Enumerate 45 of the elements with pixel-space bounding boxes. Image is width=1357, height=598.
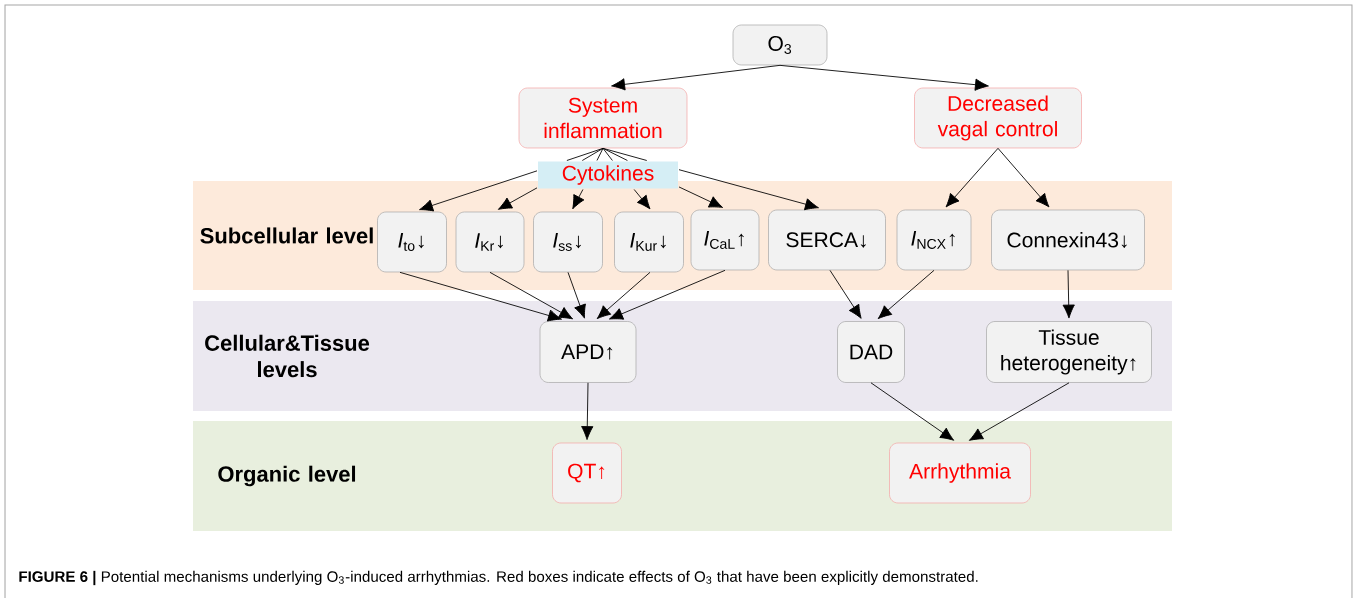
process-box: I$_{CaL}$↑ xyxy=(690,209,760,271)
arrow xyxy=(968,382,1070,441)
process-box: APD↑ xyxy=(539,321,637,383)
process-box: I$_{to}$↓ xyxy=(377,211,447,273)
arrow xyxy=(877,269,935,320)
process-box: DAD xyxy=(837,321,905,383)
arrow xyxy=(572,189,585,210)
process-box: O$_{3}$ xyxy=(732,24,828,66)
process-box: I$_{Kr}$↓ xyxy=(455,211,525,273)
arrow xyxy=(870,382,955,441)
arrow xyxy=(399,271,562,322)
process-box: SERCA↓ xyxy=(768,209,886,271)
effect-box: QT↑ xyxy=(552,442,622,504)
effect-box: Arrhythmia xyxy=(889,442,1031,504)
effect-box: Decreased vagal control xyxy=(914,87,1082,149)
arrow xyxy=(609,269,726,320)
arrow xyxy=(489,271,574,320)
process-box: Tissue heterogeneity↑ xyxy=(986,321,1152,383)
arrow xyxy=(611,64,781,91)
arrow xyxy=(779,64,989,91)
effect-box: System inflammation xyxy=(518,87,688,149)
arrow xyxy=(997,147,1050,208)
arrow xyxy=(567,271,586,319)
arrow xyxy=(678,169,819,211)
arrow xyxy=(419,170,538,212)
arrow xyxy=(829,269,862,319)
figure-caption: FIGURE 6 | Potential mechanisms underlying O$_{3}$-induced arrhythmias. Red boxes indicate effects of O$_{3}$ that have been explicitly demonstrated. xyxy=(19,570,978,586)
arrow xyxy=(945,147,999,208)
connector-line xyxy=(581,147,604,161)
arrow xyxy=(678,186,724,208)
arrow xyxy=(1062,269,1075,319)
connector-line xyxy=(566,147,604,161)
arrow xyxy=(633,189,651,210)
label-box: Cytokines xyxy=(538,161,678,189)
process-box: I$_{ss}$↓ xyxy=(533,211,603,273)
arrow xyxy=(497,187,538,210)
connector-line xyxy=(602,147,628,161)
connector-line xyxy=(602,147,613,161)
process-box: I$_{Kur}$↓ xyxy=(614,211,684,273)
arrow xyxy=(581,382,594,440)
process-box: Connexin43↓ xyxy=(991,209,1145,271)
connector-line xyxy=(596,147,604,161)
connector-line xyxy=(602,147,648,161)
arrow xyxy=(596,271,651,320)
process-box: I$_{NCX}$↑ xyxy=(896,209,972,271)
